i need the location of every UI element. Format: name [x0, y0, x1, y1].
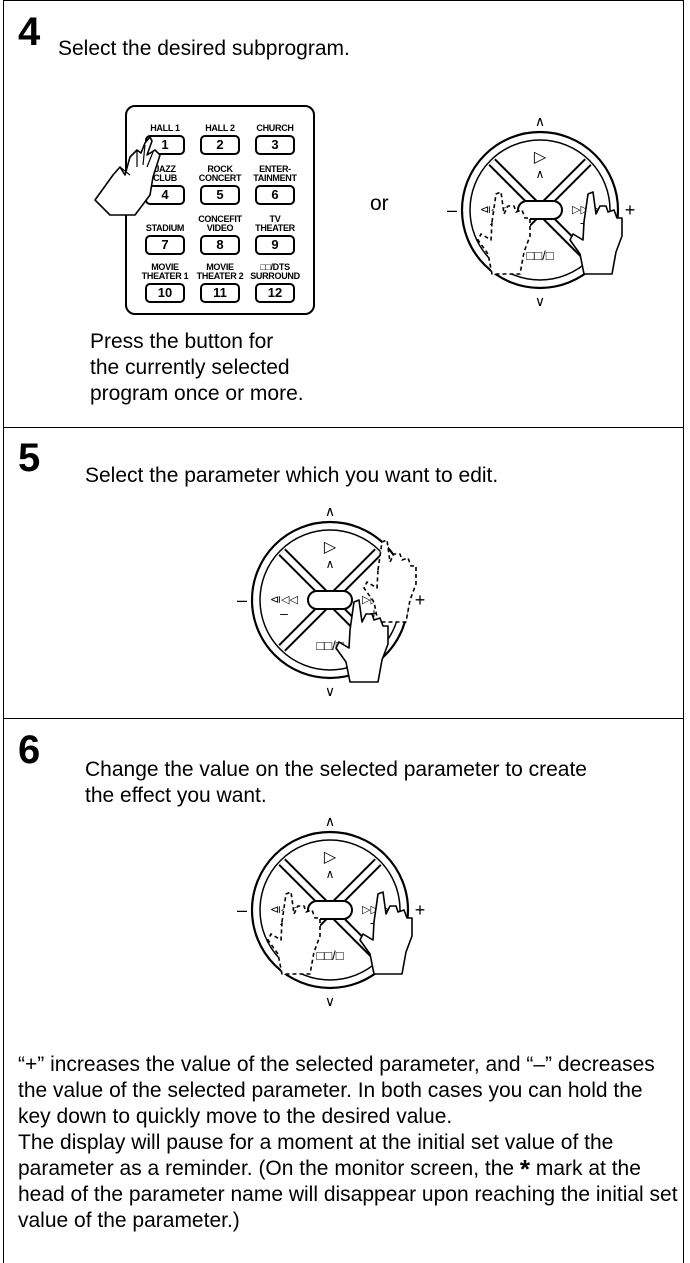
title-line: the effect you want. [85, 784, 267, 807]
dial-center-button [307, 900, 353, 920]
down-arrow-icon: ∨ [325, 683, 335, 699]
up-small-icon: ∧ [326, 867, 335, 881]
up-arrow-icon: ∧ [535, 113, 545, 129]
step-title: Select the parameter which you want to e… [85, 464, 499, 487]
section-divider [3, 427, 684, 428]
caption-line: the currently selected [90, 356, 290, 379]
keypad-button-5[interactable]: 5 [200, 185, 240, 205]
hand-minus-dashed-icon [477, 191, 531, 275]
up-small-icon: ∧ [326, 557, 335, 571]
hand-plus-icon [359, 891, 413, 975]
keypad-label: HALL 2 [205, 123, 235, 133]
pause-stop-icon: □□/□ [526, 248, 553, 263]
notes: “+” increases the value of the selected … [18, 1052, 678, 1234]
step-caption: Press the button for the currently selec… [90, 329, 304, 407]
keypad-button-11[interactable]: 11 [200, 283, 240, 303]
keypad-button-8[interactable]: 8 [200, 235, 240, 255]
keypad-button-6[interactable]: 6 [255, 185, 295, 205]
inner-plus: + [370, 605, 378, 621]
keypad-label: STADIUM [145, 223, 185, 233]
notes-text: The display will pause for a moment at t… [18, 1131, 614, 1180]
dial-inner-ring [259, 839, 401, 981]
plus-label: + [625, 200, 636, 220]
keypad-button-9[interactable]: 9 [255, 235, 295, 255]
hand-icon [335, 599, 389, 683]
hand-icon [94, 136, 161, 216]
notes-paragraph: “+” increases the value of the selected … [18, 1053, 655, 1128]
keypad-button-10[interactable]: 10 [145, 283, 185, 303]
keypad-label: HALL 1 [150, 123, 180, 133]
jog-dial-step5: ▷∧⧏◁◁–▷▷⧐+□□/□∧∨–+ [237, 503, 426, 699]
keypad-button-12[interactable]: 12 [255, 283, 295, 303]
up-arrow-icon: ∧ [325, 813, 335, 829]
down-arrow-icon: ∨ [535, 293, 545, 309]
or-label: or [370, 192, 389, 215]
dial-center-button [517, 200, 563, 220]
hand-dashed-icon [363, 539, 417, 623]
dial-center-button [307, 590, 353, 610]
skip-back-icon: ⧏◁◁ [270, 594, 298, 606]
keypad-button-2[interactable]: 2 [200, 135, 240, 155]
keypad-button-7[interactable]: 7 [145, 235, 185, 255]
section-divider [3, 718, 684, 719]
step-number: 6 [18, 728, 41, 772]
notes-paragraph: The display will pause for a moment at t… [18, 1130, 678, 1234]
pause-stop-icon: □□/□ [316, 948, 343, 963]
up-arrow-icon: ∧ [325, 503, 335, 519]
inner-minus: – [280, 605, 288, 621]
dial-inner-ring [469, 139, 611, 281]
keypad-button-3[interactable]: 3 [255, 135, 295, 155]
hand-plus-icon [569, 191, 623, 275]
asterisk-mark: * [519, 1154, 531, 1184]
step-title: Select the desired subprogram. [58, 37, 350, 60]
play-icon: ▷ [534, 149, 547, 166]
hand-minus-dashed-icon [267, 891, 321, 975]
minus-label: – [447, 200, 457, 220]
play-icon: ▷ [324, 539, 337, 556]
minus-label: – [237, 590, 247, 610]
step-title: Change the value on the selected paramet… [85, 757, 587, 809]
plus-label: + [415, 900, 426, 920]
play-icon: ▷ [324, 849, 337, 866]
down-arrow-icon: ∨ [325, 993, 335, 1009]
jog-dial-step4: ▷∧⧏◁◁–▷▷⧐+□□/□∧∨–+ [447, 113, 636, 309]
notes-text: mark at the head of the parameter name w… [18, 1157, 678, 1232]
jog-dial-step6: ▷∧⧏◁◁–▷▷⧐+□□/□∧∨–+ [237, 813, 426, 1009]
keypad-label: ENTER-TAINMENT [253, 164, 297, 183]
caption-line: program once or more. [90, 382, 304, 405]
page-frame [3, 0, 684, 1263]
step-number: 5 [18, 436, 41, 480]
title-line: Change the value on the selected paramet… [85, 758, 587, 781]
caption-line: Press the button for [90, 330, 274, 353]
minus-label: – [237, 900, 247, 920]
plus-label: + [415, 590, 426, 610]
keypad-label: CHURCH [256, 123, 294, 133]
step-number: 4 [18, 10, 41, 54]
up-small-icon: ∧ [536, 167, 545, 181]
